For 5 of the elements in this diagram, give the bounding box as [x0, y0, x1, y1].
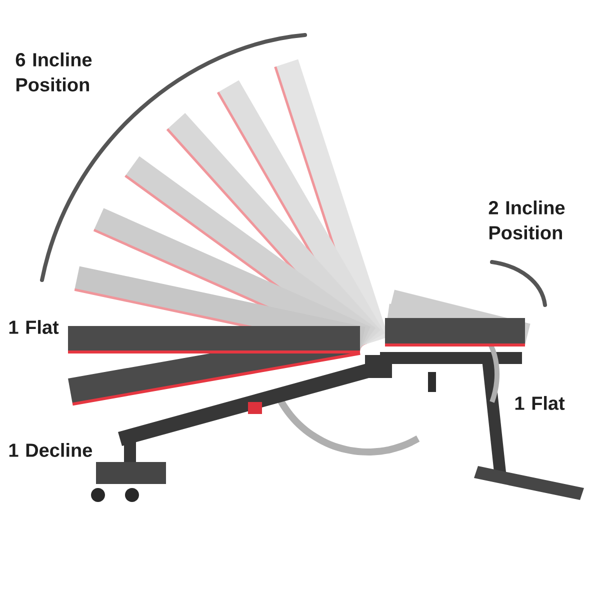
position-label: 2 Incline Position: [488, 200, 565, 240]
position-label: 1 Flat: [9, 320, 59, 334]
position-label: 1 Flat: [515, 396, 565, 410]
position-label: 1 Decline: [9, 443, 92, 457]
position-label: 6 Incline Position: [16, 52, 92, 92]
